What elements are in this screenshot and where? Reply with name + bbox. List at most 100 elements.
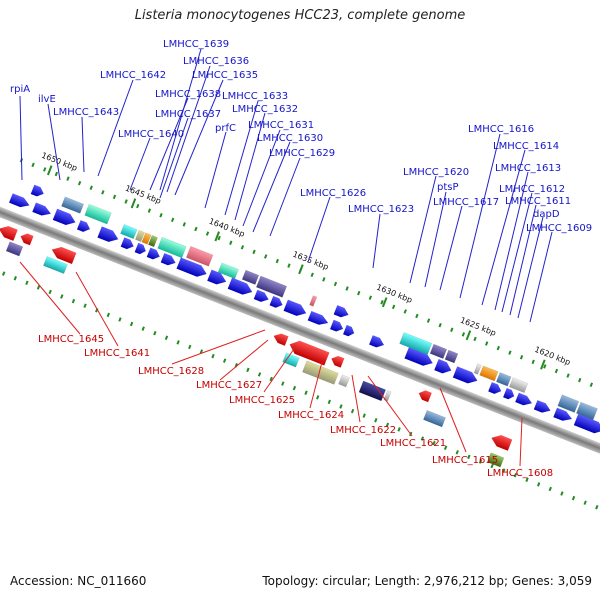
tick-layer [2, 158, 599, 510]
tick-mark-top [450, 327, 454, 332]
tick-mark-top [333, 281, 338, 287]
gene-label-lmhcc-1645: LMHCC_1645 [38, 334, 104, 345]
tick-mark-top [403, 309, 407, 314]
tick-mark-top [101, 190, 105, 195]
gene-label-lmhcc-1635: LMHCC_1635 [192, 70, 258, 81]
gene-label-ilvE: ilvE [38, 94, 56, 105]
tick-mark-top [415, 313, 419, 319]
tick-mark-bottom [118, 317, 122, 322]
feature-box [509, 377, 529, 394]
tick-mark-top [391, 304, 396, 310]
tick-mark-bottom [397, 427, 401, 432]
tick-mark-top [159, 213, 163, 218]
tick-mark-bottom [36, 285, 41, 290]
feature-box-layer [5, 196, 598, 468]
feature-box [444, 349, 459, 364]
feature-box [255, 275, 288, 298]
kbp-marker-label: 1645 kbp [124, 184, 162, 206]
forward-gene-arrow [283, 299, 307, 316]
tick-mark-bottom [362, 413, 366, 418]
tick-mark-bottom [13, 275, 17, 281]
gene-label-lmhcc-1631: LMHCC_1631 [248, 120, 314, 131]
reverse-gene-arrow [51, 246, 77, 264]
tick-mark-bottom [141, 326, 145, 331]
bottom-labels: LMHCC_1645 LMHCC_1641 LMHCC_1628 LMHCC_1… [38, 334, 553, 479]
tick-mark-top [89, 185, 93, 190]
tick-mark-top [566, 373, 570, 378]
reverse-gene-arrow [289, 340, 330, 366]
tick-mark-top [380, 300, 384, 305]
tick-mark-bottom [467, 454, 471, 460]
forward-gene-arrow [307, 311, 329, 325]
tick-mark-top [543, 364, 547, 369]
forward-gene-arrow [97, 226, 119, 242]
gene-label-lmhcc-1609: LMHCC_1609 [526, 223, 592, 234]
accession-text: Accession: NC_011660 [10, 574, 147, 588]
forward-gene-arrow [120, 237, 134, 250]
gene-label-lmhcc-1629: LMHCC_1629 [269, 148, 335, 159]
tick-mark-bottom [316, 395, 320, 400]
feature-box [241, 269, 260, 285]
gene-label-lmhcc-1640: LMHCC_1640 [118, 129, 184, 140]
tick-mark-top [287, 263, 291, 268]
tick-mark-bottom [339, 404, 343, 409]
gene-label-lmhcc-1633: LMHCC_1633 [222, 91, 288, 102]
kbp-tick [46, 165, 53, 176]
tick-mark-bottom [478, 459, 483, 464]
forward-gene-arrow [160, 253, 176, 266]
tick-mark-bottom [536, 482, 541, 487]
feature-box [302, 360, 339, 385]
gene-label-lmhcc-1617: LMHCC_1617 [433, 197, 499, 208]
tick-mark-top [252, 249, 256, 255]
top-labels: rpiA ilvE LMHCC_1643 LMHCC_1642 LMHCC_16… [10, 39, 592, 234]
feature-box [473, 363, 482, 375]
forward-gene-arrow [207, 269, 227, 285]
tick-mark-top [519, 355, 524, 360]
tick-mark-top [461, 332, 466, 337]
tick-mark-top [136, 203, 140, 209]
reverse-gene-arrow [491, 435, 513, 451]
gene-label-lmhcc-1628: LMHCC_1628 [138, 366, 204, 377]
tick-mark-bottom [188, 344, 192, 350]
kbp-tick [381, 297, 388, 308]
tick-mark-top [484, 341, 489, 346]
gene-label-lmhcc-1643: LMHCC_1643 [53, 107, 119, 118]
tick-mark-top [240, 245, 245, 250]
gene-label-lmhcc-1638: LMHCC_1638 [155, 89, 221, 100]
tick-mark-bottom [153, 330, 157, 336]
tick-mark-top [473, 336, 477, 342]
feature-box [309, 295, 318, 307]
forward-gene-arrow [227, 277, 253, 295]
tick-mark-bottom [83, 303, 87, 308]
tick-mark-bottom [60, 294, 64, 299]
tick-mark-top [229, 240, 233, 245]
gene-label-lmhcc-1632: LMHCC_1632 [232, 104, 298, 115]
tick-mark-top [531, 359, 535, 365]
gene-arrow-layer [0, 184, 600, 451]
tick-mark-bottom [292, 385, 297, 391]
tick-mark-bottom [443, 445, 448, 450]
gene-label-lmhcc-1623: LMHCC_1623 [348, 204, 414, 215]
tick-mark-top [357, 290, 361, 296]
tick-mark-bottom [490, 463, 494, 469]
tick-mark-bottom [502, 468, 506, 473]
kbp-tick [214, 231, 220, 242]
gene-label-lmhcc-1615: LMHCC_1615 [432, 455, 498, 466]
gene-label-rpiA: rpiA [10, 84, 30, 95]
forward-gene-arrow [452, 366, 478, 384]
forward-gene-arrow [76, 220, 90, 232]
feature-box [5, 241, 24, 257]
gene-label-lmhcc-1637: LMHCC_1637 [155, 109, 221, 120]
feature-box [157, 236, 187, 259]
kbp-marker-label: 1650 kbp [40, 151, 78, 173]
tick-mark-bottom [222, 358, 227, 363]
kbp-tick [298, 264, 304, 275]
feature-box [576, 401, 598, 421]
gene-label-dapD: dapD [533, 209, 560, 220]
forward-gene-arrow [134, 242, 146, 255]
feature-box [358, 380, 387, 402]
tick-mark-top [578, 377, 582, 383]
kbp-tick [465, 330, 472, 341]
feature-box [135, 229, 145, 243]
